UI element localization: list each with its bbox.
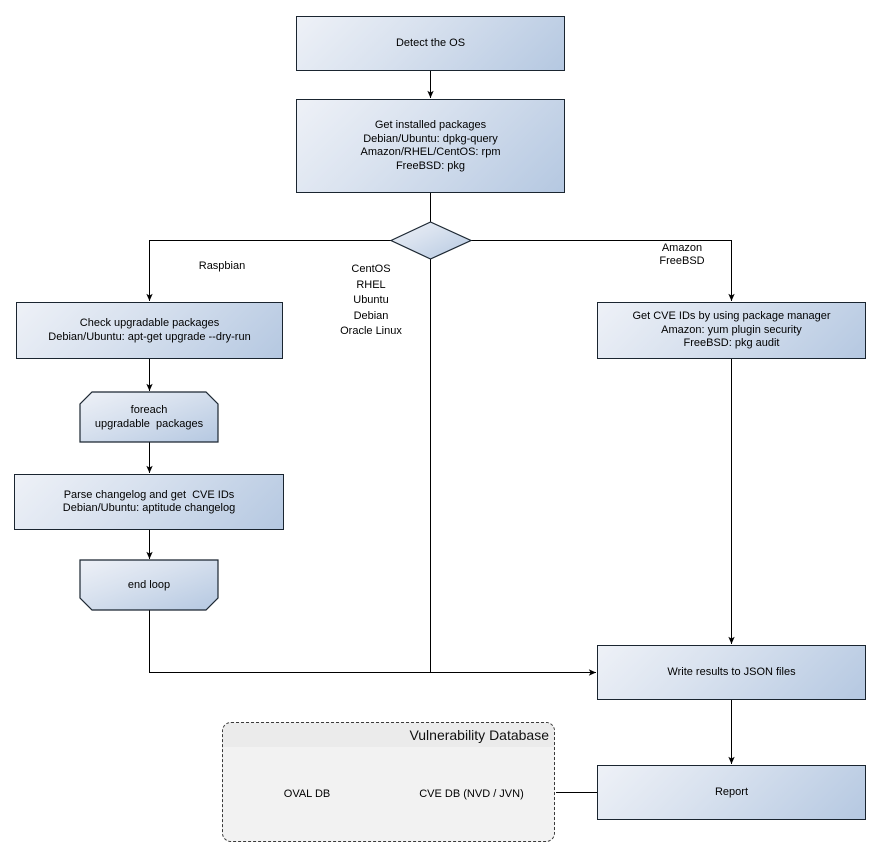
vulnerability-database-title: Vulnerability Database: [223, 723, 554, 747]
node-get-installed-packages: Get installed packages Debian/Ubuntu: dp…: [296, 99, 565, 193]
foreach-loop-shape: [79, 391, 219, 443]
edge-label-centos-rhel-ubuntu-debian-oracle: CentOS RHEL Ubuntu Debian Oracle Linux: [340, 263, 402, 337]
edge-label-raspbian: Raspbian: [198, 260, 246, 272]
edge-decision-to-getcve: [471, 240, 735, 301]
node-check-upgradable-packages: Check upgradable packages Debian/Ubuntu:…: [16, 302, 283, 359]
cve-db-label: CVE DB (NVD / JVN): [419, 788, 524, 800]
edge-label-amazon-freebsd: Amazon FreeBSD: [659, 242, 705, 267]
end-loop-shape: [79, 559, 219, 611]
node-detect-os: Detect the OS: [296, 16, 565, 71]
decision-diamond: [389, 221, 473, 260]
edge-decision-to-check: [146, 240, 391, 301]
node-parse-changelog: Parse changelog and get CVE IDs Debian/U…: [14, 474, 284, 530]
edge-endloop-to-write: [149, 610, 596, 676]
oval-db-label: OVAL DB: [283, 788, 331, 800]
node-write-results-json: Write results to JSON files: [597, 645, 866, 700]
node-get-cve-ids-package-manager: Get CVE IDs by using package manager Ama…: [597, 302, 866, 359]
vulnerability-database-group: Vulnerability Database: [222, 722, 555, 842]
end-loop-label: end loop: [127, 579, 171, 591]
node-report: Report: [597, 765, 866, 820]
foreach-loop-label: foreach upgradable packages: [94, 404, 204, 430]
